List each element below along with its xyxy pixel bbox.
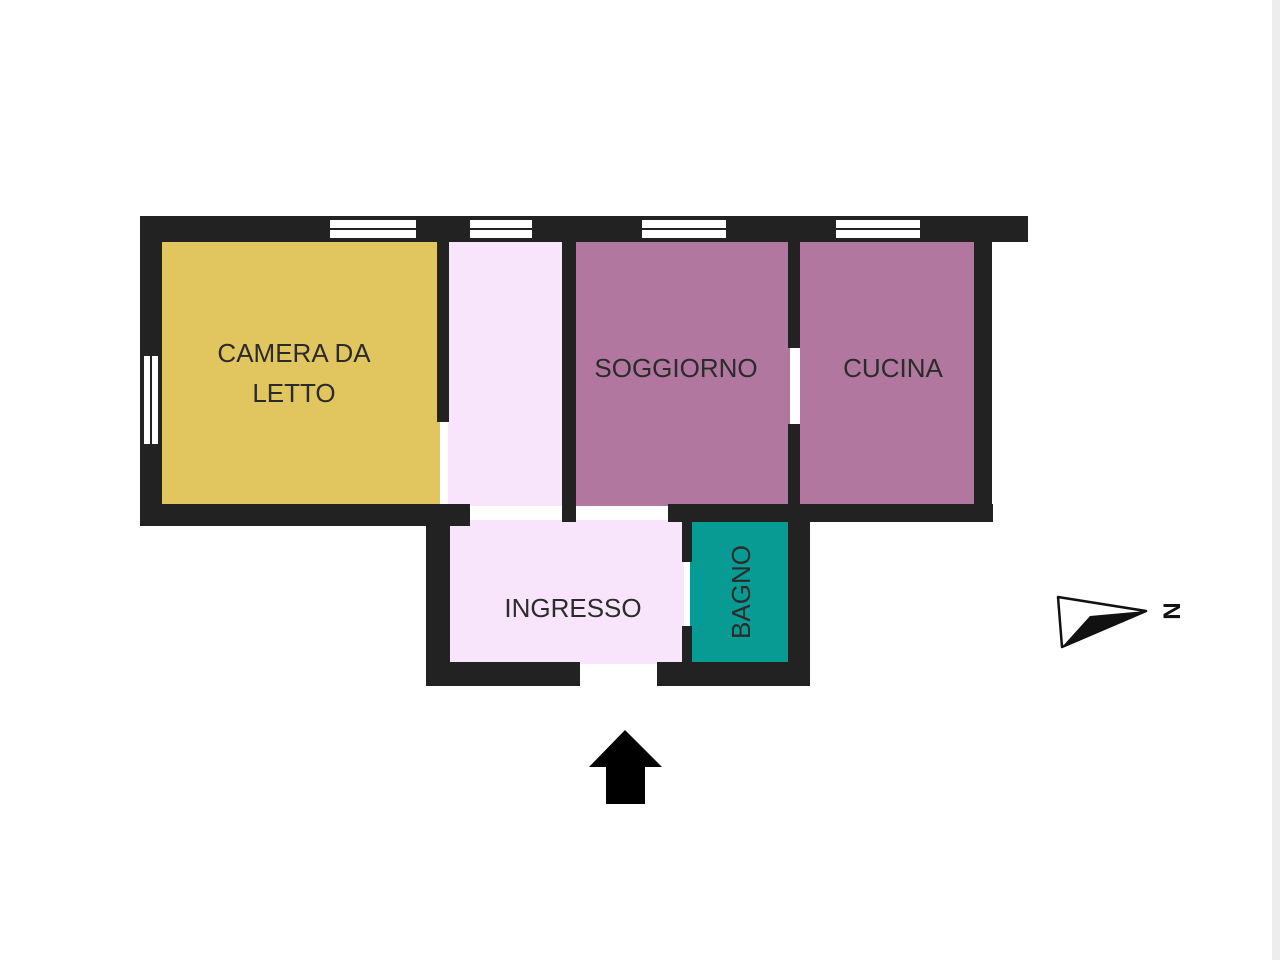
room-label-ingresso: INGRESSO — [504, 593, 641, 623]
wall-soggiorno-cucina-lower — [788, 424, 800, 506]
wall-ingresso-bottom-right — [657, 662, 810, 686]
wall-bottom-right — [668, 504, 993, 522]
windows — [144, 220, 920, 444]
window — [330, 220, 416, 238]
edge-strip — [1272, 0, 1280, 960]
room-soggiorno[interactable] — [576, 240, 790, 506]
wall-corridoio-soggiorno — [562, 240, 576, 522]
room-label-camera-line2: LETTO — [252, 378, 335, 408]
wall-ingresso-west — [426, 520, 450, 686]
room-corridoio[interactable] — [448, 240, 562, 506]
entrance-arrow-icon — [589, 730, 662, 804]
window — [470, 220, 532, 238]
wall-bottom-left — [140, 504, 470, 526]
room-bagno[interactable] — [690, 520, 790, 664]
wall-ingresso-bottom-left — [426, 662, 580, 686]
compass-letter: N — [1158, 602, 1185, 619]
wall-ingresso-bagno-upper — [682, 516, 692, 562]
wall-right — [974, 240, 992, 520]
window — [836, 220, 920, 238]
room-ingresso[interactable] — [448, 520, 684, 664]
window — [144, 356, 158, 444]
room-label-camera-line1: CAMERA DA — [217, 338, 371, 368]
wall-ingresso-bagno-lower — [682, 626, 692, 666]
wall-soggiorno-cucina-upper — [788, 240, 800, 348]
room-label-bagno: BAGNO — [726, 545, 756, 639]
compass-icon: N — [1056, 595, 1185, 649]
room-camera-da-letto[interactable] — [160, 240, 440, 506]
room-label-cucina: CUCINA — [843, 353, 943, 383]
window — [642, 220, 726, 238]
wall-camera-east-upper — [437, 240, 449, 422]
room-label-soggiorno: SOGGIORNO — [594, 353, 757, 383]
wall-bagno-east — [788, 508, 810, 686]
room-cucina[interactable] — [800, 240, 976, 506]
